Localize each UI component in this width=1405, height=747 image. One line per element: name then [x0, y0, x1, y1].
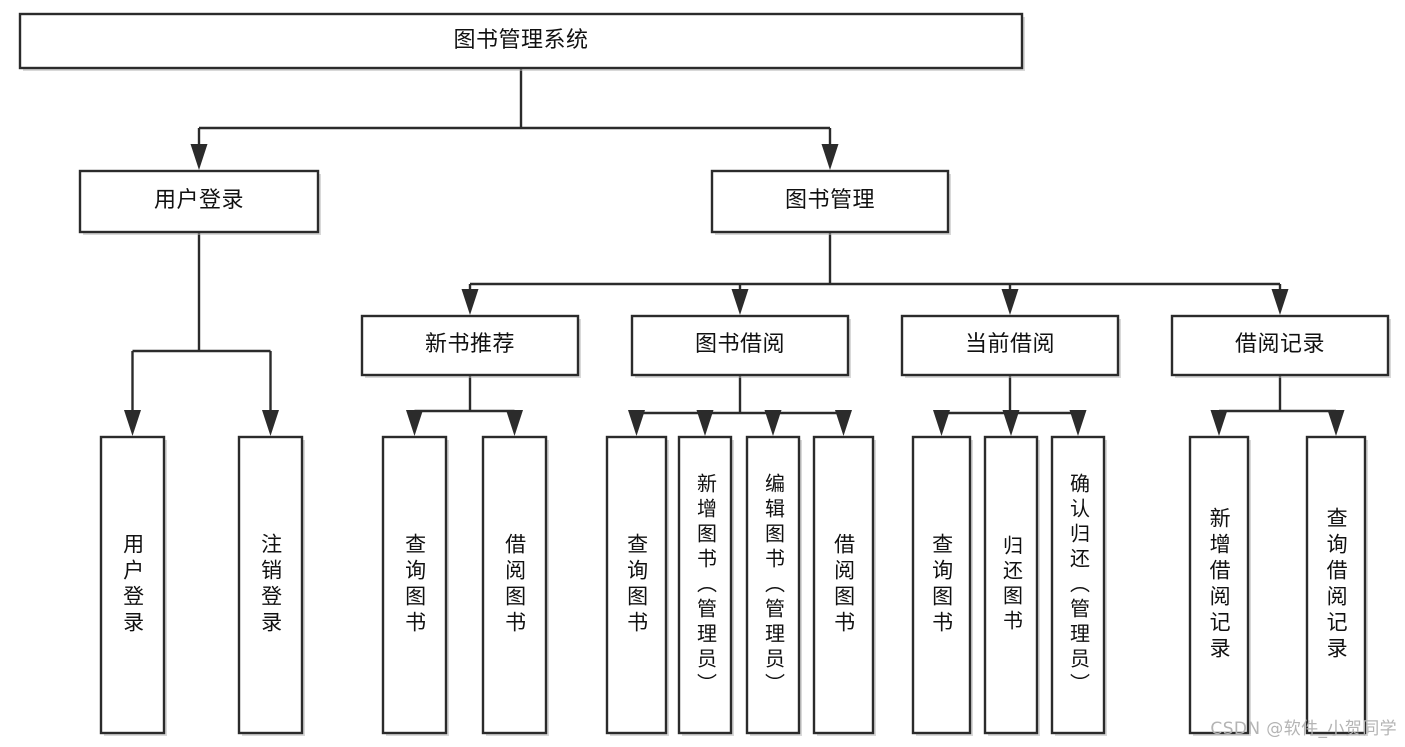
arrow-head-leaf-add-record: [1210, 410, 1228, 436]
arrow-head-leaf-add-book: [696, 410, 714, 436]
node-box-leaf-user-login[interactable]: [99, 435, 166, 735]
arrow-head-current-borrow: [1001, 289, 1019, 315]
connector-layer: [124, 68, 1345, 436]
node-box-leaf-borrow-book[interactable]: [812, 435, 875, 735]
node-box-leaf-query-book-rec[interactable]: [381, 435, 448, 735]
arrow-head-leaf-query-record: [1327, 410, 1345, 436]
arrow-head-leaf-logout: [262, 410, 279, 436]
node-box-borrow-record[interactable]: [1170, 314, 1390, 377]
box-layer: [18, 12, 1391, 736]
arrow-head-leaf-return-book: [1002, 410, 1020, 436]
node-box-user-login[interactable]: [78, 169, 320, 234]
node-box-book-borrow[interactable]: [630, 314, 850, 377]
node-box-leaf-add-record[interactable]: [1188, 435, 1250, 735]
arrow-head-user-login: [190, 144, 208, 170]
node-box-leaf-edit-book[interactable]: [745, 435, 801, 735]
arrow-head-leaf-query-book-rec: [406, 410, 423, 436]
arrow-head-leaf-user-login: [124, 410, 141, 436]
arrow-head-leaf-query-book-borrow: [628, 410, 645, 436]
arrow-head-leaf-edit-book: [764, 410, 782, 436]
arrow-head-new-book-recommend: [461, 289, 479, 315]
node-box-leaf-return-book[interactable]: [983, 435, 1039, 735]
arrow-head-book-borrow: [731, 289, 749, 315]
node-box-leaf-confirm-return[interactable]: [1050, 435, 1106, 735]
node-box-new-book-recommend[interactable]: [360, 314, 580, 377]
node-box-current-borrow[interactable]: [900, 314, 1120, 377]
node-box-book-manage[interactable]: [710, 169, 950, 234]
node-box-root[interactable]: [18, 12, 1024, 70]
arrow-head-leaf-borrow-book-rec: [506, 410, 523, 436]
arrow-head-leaf-borrow-book: [835, 410, 852, 436]
node-box-leaf-borrow-book-rec[interactable]: [481, 435, 548, 735]
arrow-head-leaf-confirm-return: [1069, 410, 1087, 436]
node-box-leaf-add-book[interactable]: [677, 435, 733, 735]
arrow-head-book-manage: [821, 144, 839, 170]
node-box-leaf-query-book-borrow[interactable]: [605, 435, 668, 735]
arrow-head-borrow-record: [1271, 289, 1289, 315]
node-box-leaf-query-record[interactable]: [1305, 435, 1367, 735]
node-box-leaf-logout[interactable]: [237, 435, 304, 735]
arrow-head-leaf-query-book-cur: [933, 410, 950, 436]
node-box-leaf-query-book-cur[interactable]: [911, 435, 972, 735]
